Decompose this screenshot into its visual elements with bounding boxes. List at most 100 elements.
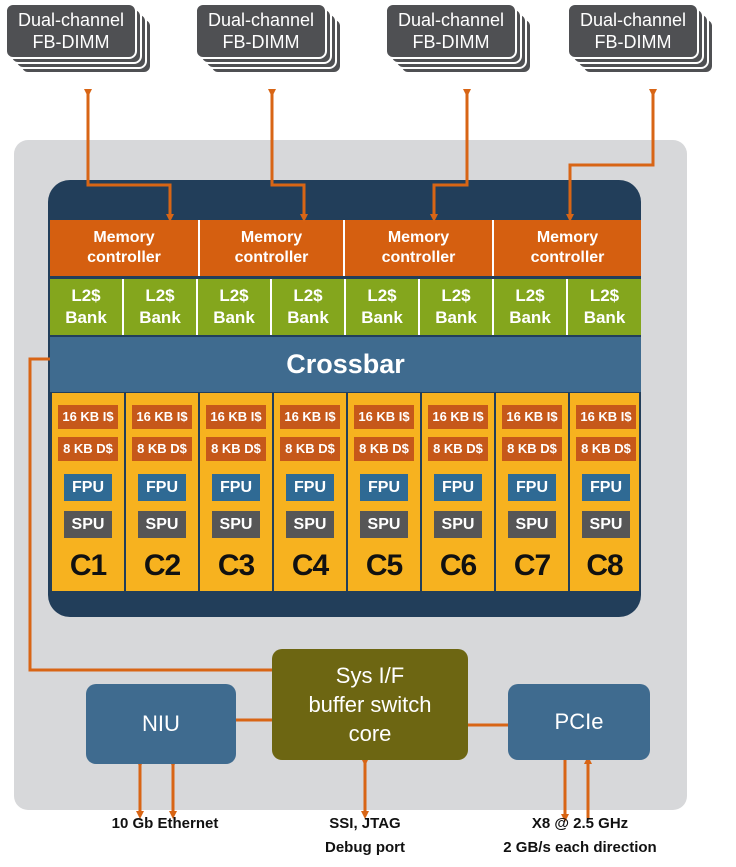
core-name: C5 xyxy=(365,549,403,582)
dcache: 8 KB D$ xyxy=(428,437,488,461)
dimm-link-2 xyxy=(268,89,308,222)
icache: 16 KB I$ xyxy=(428,405,488,429)
pcie-io-label-line1: X8 @ 2.5 GHz xyxy=(531,815,629,832)
pcie-label: PCIe xyxy=(554,709,604,734)
dimm-stack-3: Dual-channel FB-DIMM xyxy=(385,3,535,78)
debug-label-line2: Debug port xyxy=(325,839,405,856)
debug-label-line1: SSI, JTAG xyxy=(329,815,401,832)
memory-controller-line1: Memory xyxy=(240,229,303,246)
memory-controller-line1: Memory xyxy=(536,229,599,246)
dcache: 8 KB D$ xyxy=(58,437,118,461)
icache: 16 KB I$ xyxy=(354,405,414,429)
core-5: 16 KB I$ 8 KB D$ FPU SPU C5 xyxy=(348,393,420,591)
l2-bank-4: L2$ Bank xyxy=(272,279,346,335)
memory-controller-line2: controller xyxy=(381,249,456,266)
spu: SPU xyxy=(138,511,186,538)
dimm-line1: Dual-channel xyxy=(579,10,687,30)
l2-bank-line2: Bank xyxy=(509,308,551,327)
fpu: FPU xyxy=(64,474,112,501)
dimm-line2: FB-DIMM xyxy=(594,32,672,52)
fpu: FPU xyxy=(434,474,482,501)
memory-controller-3: Memory controller xyxy=(345,220,494,276)
fpu: FPU xyxy=(360,474,408,501)
dimm-line1: Dual-channel xyxy=(17,10,125,30)
pcie-block: PCIe xyxy=(508,684,650,760)
pcie-io-label: X8 @ 2.5 GHz 2 GB/s each direction xyxy=(470,812,690,860)
core-8: 16 KB I$ 8 KB D$ FPU SPU C8 xyxy=(570,393,639,591)
memory-controller-line1: Memory xyxy=(93,229,155,246)
dimm-line2: FB-DIMM xyxy=(32,32,110,52)
l2-bank-line1: L2$ xyxy=(441,286,471,305)
dcache: 8 KB D$ xyxy=(354,437,414,461)
core-name: C6 xyxy=(439,549,477,582)
crossbar-label: Crossbar xyxy=(286,349,405,379)
l2-bank-line1: L2$ xyxy=(219,286,249,305)
core-name: C3 xyxy=(217,549,255,582)
dcache: 8 KB D$ xyxy=(576,437,636,461)
dcache: 8 KB D$ xyxy=(206,437,266,461)
l2-bank-line2: Bank xyxy=(65,308,107,327)
dimm-card: Dual-channel FB-DIMM xyxy=(5,3,137,59)
dimm-link-1 xyxy=(84,89,174,222)
spu: SPU xyxy=(64,511,112,538)
icache: 16 KB I$ xyxy=(576,405,636,429)
l2-bank-3: L2$ Bank xyxy=(198,279,272,335)
icache: 16 KB I$ xyxy=(132,405,192,429)
memory-controller-4: Memory controller xyxy=(494,220,641,276)
core-1: 16 KB I$ 8 KB D$ FPU SPU C1 xyxy=(52,393,124,591)
spu: SPU xyxy=(286,511,334,538)
dimm-card: Dual-channel FB-DIMM xyxy=(385,3,517,59)
dcache: 8 KB D$ xyxy=(280,437,340,461)
pcie-io-label-line2: 2 GB/s each direction xyxy=(503,839,657,856)
dcache: 8 KB D$ xyxy=(502,437,562,461)
l2-bank-5: L2$ Bank xyxy=(346,279,420,335)
icache: 16 KB I$ xyxy=(206,405,266,429)
core-2: 16 KB I$ 8 KB D$ FPU SPU C2 xyxy=(126,393,198,591)
fpu: FPU xyxy=(286,474,334,501)
l2-bank-2: L2$ Bank xyxy=(124,279,198,335)
core-7: 16 KB I$ 8 KB D$ FPU SPU C7 xyxy=(496,393,568,591)
spu: SPU xyxy=(582,511,630,538)
l2-bank-line1: L2$ xyxy=(71,286,101,305)
sys-if-line2: buffer switch xyxy=(308,692,432,717)
spu: SPU xyxy=(434,511,482,538)
ethernet-label: 10 Gb Ethernet xyxy=(90,812,240,836)
dimm-stack-4: Dual-channel FB-DIMM xyxy=(567,3,717,78)
niu-label: NIU xyxy=(142,711,180,736)
core-name: C7 xyxy=(513,549,551,582)
icache: 16 KB I$ xyxy=(502,405,562,429)
l2-bank-line2: Bank xyxy=(287,308,329,327)
icache: 16 KB I$ xyxy=(58,405,118,429)
ethernet-label-text: 10 Gb Ethernet xyxy=(111,815,219,832)
l2-bank-line1: L2$ xyxy=(145,286,175,305)
dimm-line1: Dual-channel xyxy=(207,10,315,30)
dimm-stack-2: Dual-channel FB-DIMM xyxy=(195,3,345,78)
core-6: 16 KB I$ 8 KB D$ FPU SPU C6 xyxy=(422,393,494,591)
dimm-link-4 xyxy=(566,89,657,222)
l2-bank-line1: L2$ xyxy=(589,286,620,305)
dimm-card: Dual-channel FB-DIMM xyxy=(195,3,327,59)
dimm-stack-1: Dual-channel FB-DIMM xyxy=(5,3,155,78)
l2-bank-7: L2$ Bank xyxy=(494,279,568,335)
l2-bank-line2: Bank xyxy=(435,308,477,327)
fpu: FPU xyxy=(138,474,186,501)
core-name: C1 xyxy=(69,549,107,582)
core-3: 16 KB I$ 8 KB D$ FPU SPU C3 xyxy=(200,393,272,591)
icache: 16 KB I$ xyxy=(280,405,340,429)
sys-if-block: Sys I/F buffer switch core xyxy=(272,649,468,760)
core-name: C4 xyxy=(291,549,329,582)
memory-controller-2: Memory controller xyxy=(200,220,345,276)
core-name: C2 xyxy=(143,549,181,582)
dcache: 8 KB D$ xyxy=(132,437,192,461)
memory-controller-line1: Memory xyxy=(387,229,450,246)
fpu: FPU xyxy=(508,474,556,501)
fpu: FPU xyxy=(582,474,630,501)
memory-controller-1: Memory controller xyxy=(50,220,200,276)
l2-bank-line1: L2$ xyxy=(515,286,545,305)
l2-bank-line2: Bank xyxy=(213,308,255,327)
crossbar: Crossbar xyxy=(50,337,641,392)
spu: SPU xyxy=(212,511,260,538)
l2-bank-line2: Bank xyxy=(583,308,626,327)
